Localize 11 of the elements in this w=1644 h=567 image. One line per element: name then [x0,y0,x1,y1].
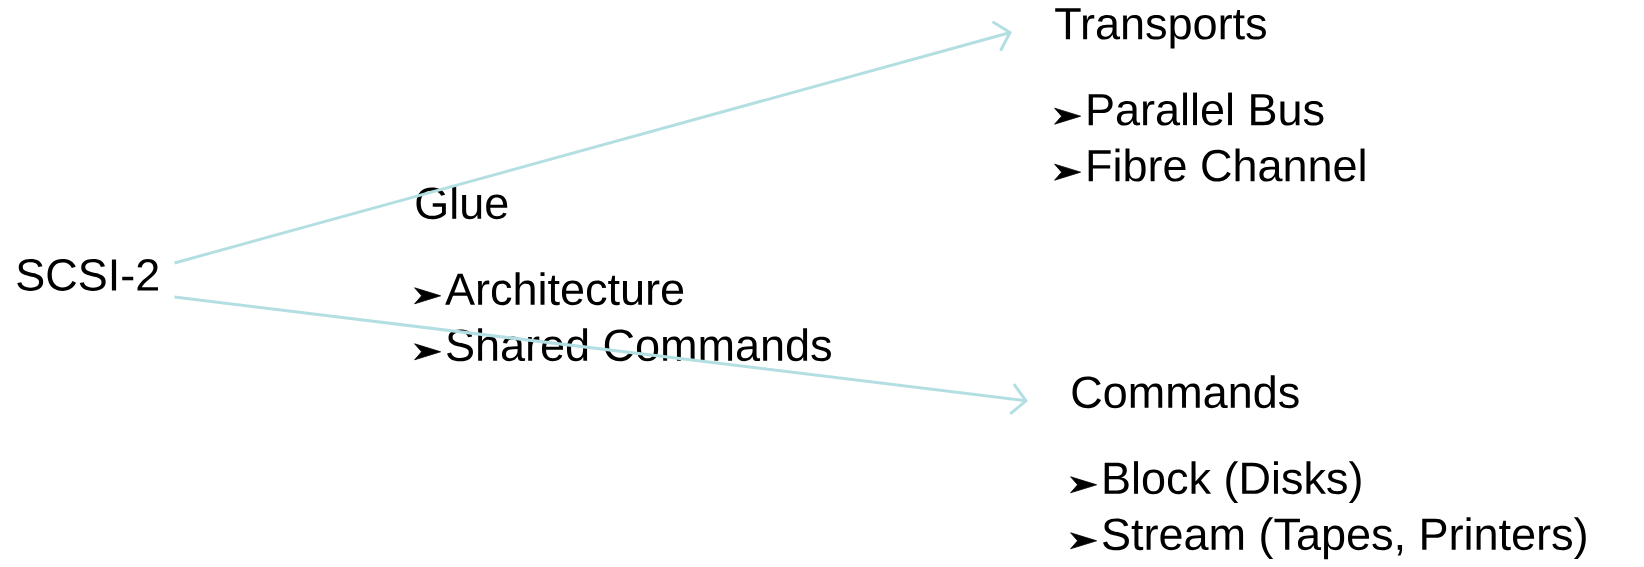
heading-text: Transports [1055,8,1266,49]
arrow [174,20,1012,265]
list-item: Stream (Tapes, Printers) [1103,517,1586,560]
list-item: Architecture [445,272,684,306]
heading-text: Glue [416,186,508,220]
arrow [174,295,1028,416]
list-item: Fibre Channel [1088,148,1365,182]
list-item: Parallel Bus [1088,92,1324,126]
label-text: SCSI-2 [17,259,158,291]
heading-text: Commands [1072,375,1299,409]
list-item: Block (Disks) [1104,461,1361,504]
